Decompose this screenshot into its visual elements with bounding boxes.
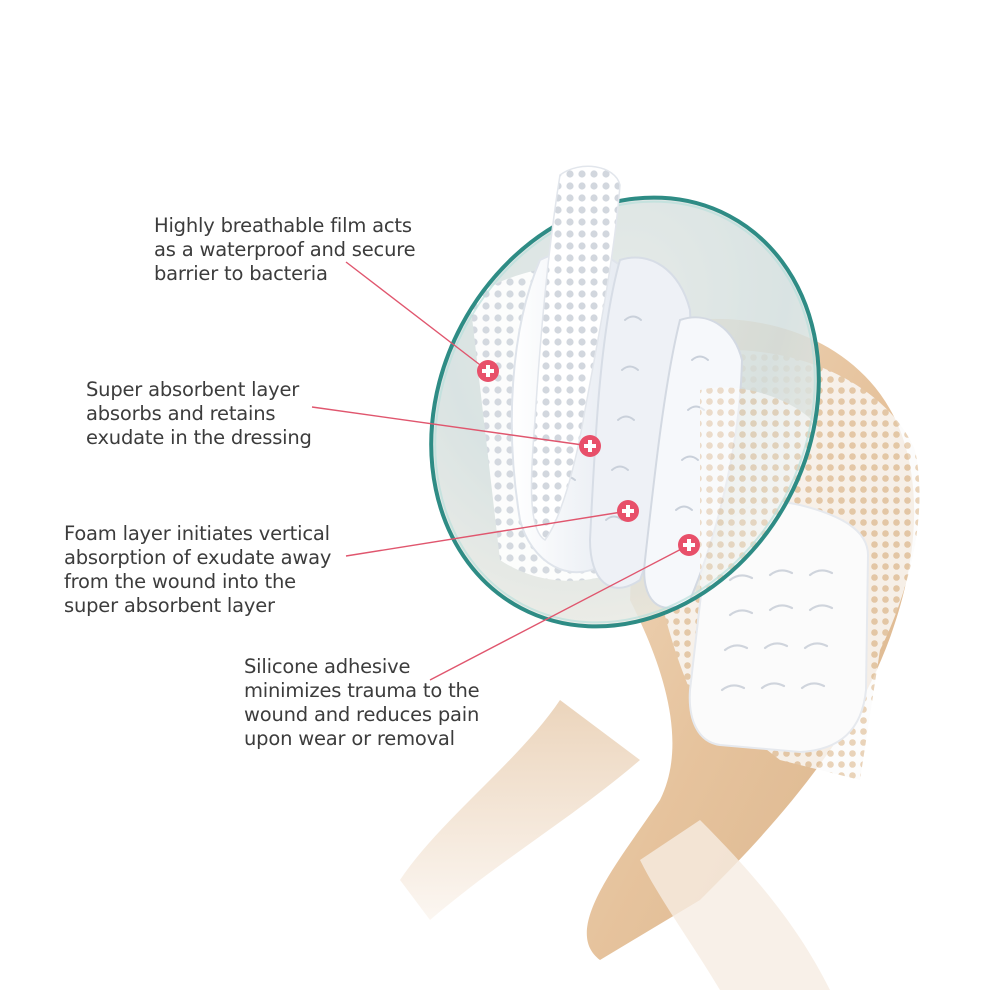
callout-film-line: barrier to bacteria: [154, 262, 415, 286]
callout-super-absorbent-line: exudate in the dressing: [86, 426, 312, 450]
callout-super-absorbent: Super absorbent layer absorbs and retain…: [86, 378, 312, 450]
callout-super-absorbent-line: absorbs and retains: [86, 402, 312, 426]
plus-marker-film: [477, 360, 499, 382]
callout-super-absorbent-line: Super absorbent layer: [86, 378, 312, 402]
callout-silicone-line: Silicone adhesive: [244, 655, 479, 679]
plus-marker-silicone: [678, 534, 700, 556]
plus-marker-foam: [617, 500, 639, 522]
callout-silicone-line: wound and reduces pain: [244, 703, 479, 727]
callout-film-line: as a waterproof and secure: [154, 238, 415, 262]
callout-foam: Foam layer initiates vertical absorption…: [64, 522, 331, 618]
callout-silicone: Silicone adhesive minimizes trauma to th…: [244, 655, 479, 751]
callout-film: Highly breathable film acts as a waterpr…: [154, 214, 415, 286]
callout-foam-line: absorption of exudate away: [64, 546, 331, 570]
callout-foam-line: super absorbent layer: [64, 594, 331, 618]
callout-foam-line: from the wound into the: [64, 570, 331, 594]
callout-silicone-line: upon wear or removal: [244, 727, 479, 751]
callout-film-line: Highly breathable film acts: [154, 214, 415, 238]
callout-foam-line: Foam layer initiates vertical: [64, 522, 331, 546]
callout-silicone-line: minimizes trauma to the: [244, 679, 479, 703]
plus-marker-super-absorbent: [579, 435, 601, 457]
